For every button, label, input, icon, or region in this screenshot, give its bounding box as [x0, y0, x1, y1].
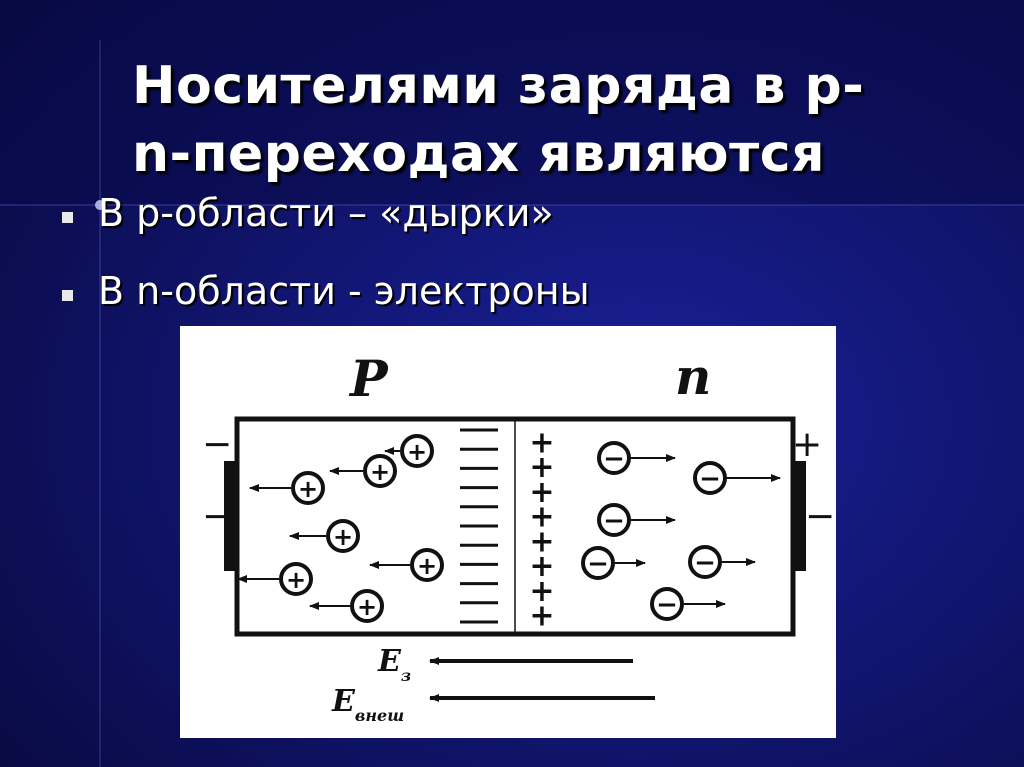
n-region-label: n: [675, 347, 711, 406]
hole-carrier: +: [369, 548, 444, 582]
positive-charge-sign: +: [529, 426, 554, 461]
svg-text:+: +: [333, 523, 353, 551]
bullet-list: В p-области – «дырки» В n-области - элек…: [60, 190, 590, 346]
svg-text:−: −: [656, 590, 678, 620]
hole-carrier: +: [289, 519, 360, 553]
slide-title: Носителями заряда в p- n-переходах являю…: [132, 52, 992, 188]
svg-text:+: +: [417, 552, 437, 580]
svg-text:+: +: [370, 458, 390, 486]
title-line-2: n-переходах являются: [132, 124, 825, 184]
p-region-label: P: [348, 349, 389, 408]
positive-charge-sign: +: [529, 475, 554, 510]
crystal-body: [234, 416, 796, 637]
svg-text:−: −: [603, 506, 625, 536]
hole-carrier: +: [309, 589, 384, 623]
svg-text:+: +: [286, 566, 306, 594]
pn-junction-diagram: P n − − + − ++++++++ +++++++ −−−−−− Eз E…: [180, 326, 836, 738]
svg-text:+: +: [407, 438, 427, 466]
light-sparkle: [95, 200, 105, 210]
positive-charge-sign: +: [529, 549, 554, 584]
right-terminal-sign: −: [805, 496, 835, 537]
positive-charge-sign: +: [529, 524, 554, 559]
title-line-1: Носителями заряда в p-: [132, 56, 865, 116]
svg-text:−: −: [694, 548, 716, 578]
hole-carrier: +: [249, 471, 325, 505]
electron-carrier: −: [597, 503, 676, 537]
positive-charge-sign: +: [529, 500, 554, 535]
positive-charge-sign: +: [529, 450, 554, 485]
right-electrode: [795, 461, 806, 571]
hole-carrier: +: [384, 434, 434, 468]
hole-carrier: +: [237, 562, 313, 596]
electron-carrier: −: [650, 587, 726, 621]
field-label-external: Eвнеш: [331, 684, 404, 725]
electron-carrier: −: [581, 546, 646, 580]
right-terminal-sign: +: [792, 424, 822, 465]
hole-carrier: +: [329, 454, 397, 488]
svg-text:−: −: [603, 444, 625, 474]
holes-group: + + + + + + +: [237, 434, 444, 623]
positive-space-charge-layer: ++++++++: [529, 426, 554, 634]
positive-charge-sign: +: [529, 599, 554, 634]
electron-carrier: −: [693, 461, 781, 495]
svg-text:+: +: [298, 475, 318, 503]
bullet-text: В p-области – «дырки»: [98, 191, 554, 235]
svg-text:−: −: [699, 464, 721, 494]
svg-text:+: +: [357, 593, 377, 621]
bullet-item: В p-области – «дырки»: [60, 190, 590, 236]
bullet-item: В n-области - электроны: [60, 268, 590, 314]
electrons-group: −−−−−−: [581, 441, 781, 621]
svg-text:−: −: [587, 549, 609, 579]
electron-carrier: −: [597, 441, 676, 475]
negative-space-charge-layer: [460, 428, 498, 624]
field-label-internal: Eз: [377, 644, 411, 685]
positive-charge-sign: +: [529, 574, 554, 609]
bullet-text: В n-области - электроны: [98, 269, 590, 313]
square-bullet-icon: [62, 290, 73, 301]
left-terminal-sign: −: [202, 496, 232, 537]
left-electrode: [224, 461, 235, 571]
square-bullet-icon: [62, 212, 73, 223]
left-terminal-sign: −: [202, 424, 232, 465]
electron-carrier: −: [688, 545, 756, 579]
